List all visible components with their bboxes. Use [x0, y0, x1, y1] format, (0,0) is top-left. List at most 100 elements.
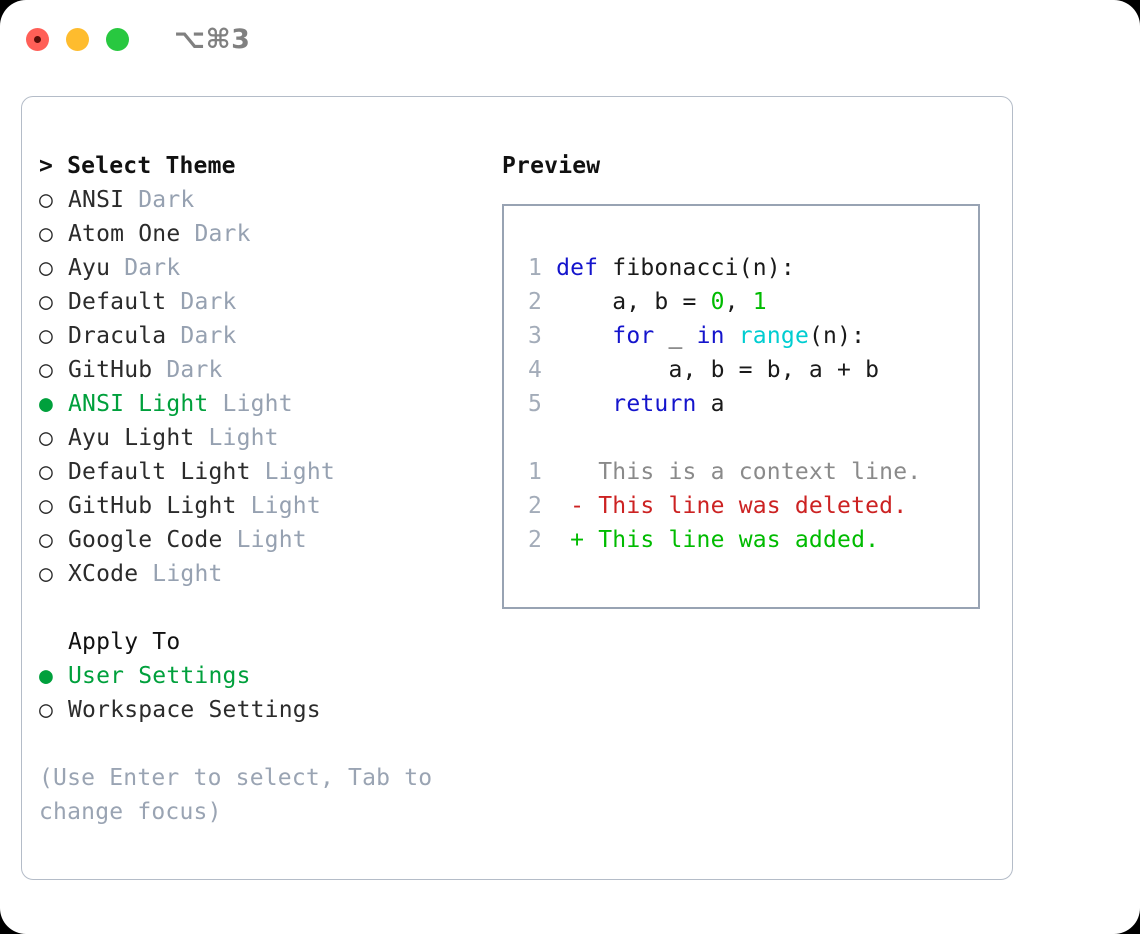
theme-variant-badge: Dark — [138, 187, 195, 213]
apply-to-list: ●User Settings ○ Workspace Settings — [39, 659, 502, 727]
theme-variant-badge: Light — [208, 425, 279, 451]
theme-list-item[interactable]: ○ XCode Light — [39, 557, 502, 591]
code-token — [556, 391, 612, 417]
radio-unselected-icon: ○ — [39, 527, 54, 553]
theme-name: Ayu Light — [68, 425, 209, 451]
apply-to-heading: Apply To — [68, 629, 181, 655]
heading-prompt-marker: > — [39, 153, 68, 179]
code-token: 0 — [710, 289, 725, 315]
theme-list-item[interactable]: ○GitHub Light Light — [39, 489, 502, 523]
spacer — [39, 591, 502, 625]
theme-list-item[interactable]: ○Default Dark — [39, 285, 502, 319]
theme-name: Ayu — [68, 255, 125, 281]
diff-marker: + — [570, 527, 599, 553]
select-theme-heading: > Select Theme — [39, 149, 502, 183]
radio-unselected-icon: ○ — [39, 493, 54, 519]
theme-list-item[interactable]: ○ Ayu Dark — [39, 251, 502, 285]
code-token: a, b = — [556, 289, 711, 315]
code-token: in — [696, 323, 725, 349]
code-token: a — [696, 391, 725, 417]
radio-unselected-icon: ○ — [39, 697, 54, 723]
code-line: 3 for _ in range(n): — [518, 319, 978, 353]
line-number: 1 — [527, 255, 542, 281]
line-number: 2 — [527, 527, 542, 553]
diff-marker: - — [570, 493, 599, 519]
theme-list-item[interactable]: ○ ANSI Dark — [39, 183, 502, 217]
code-line: 4 a, b = b, a + b — [518, 353, 978, 387]
radio-unselected-icon: ○ — [39, 255, 54, 281]
apply-to-item[interactable]: ○ Workspace Settings — [39, 693, 502, 727]
theme-list-item[interactable]: ○Default Light Light — [39, 455, 502, 489]
diff-marker — [570, 459, 598, 485]
code-token: for — [612, 323, 655, 349]
apply-to-label: Workspace Settings — [68, 697, 321, 723]
radio-unselected-icon: ○ — [39, 425, 54, 451]
window-titlebar: ⌥⌘3 — [0, 0, 1140, 78]
code-token: fibonacci(n): — [598, 255, 795, 281]
theme-list: ○ANSI Dark○Atom One Dark○Ayu Dark○Defaul… — [39, 183, 502, 591]
diff-sample: 1 This is a context line. 2 - This line w… — [518, 455, 978, 557]
apply-to-item[interactable]: ●User Settings — [39, 659, 502, 693]
theme-list-item[interactable]: ○GitHub Dark — [39, 353, 502, 387]
diff-line: 2 + This line was added. — [518, 523, 978, 557]
code-token: range — [738, 323, 809, 349]
apply-to-label: User Settings — [68, 663, 251, 689]
radio-selected-icon: ● — [39, 391, 54, 417]
line-number: 2 — [527, 493, 542, 519]
theme-variant-badge: Light — [222, 391, 293, 417]
main-panel: > Select Theme ○ANSI Dark○Atom One Dark○… — [21, 96, 1013, 880]
window-shortcut-label: ⌥⌘3 — [174, 23, 251, 55]
traffic-light-group — [26, 27, 129, 51]
theme-list-item[interactable]: ○ Google Code Light — [39, 523, 502, 557]
theme-name: Google Code — [68, 527, 237, 553]
diff-line: 1 This is a context line. — [518, 455, 978, 489]
line-number: 4 — [527, 357, 542, 383]
line-number: 2 — [527, 289, 542, 315]
heading-text: Select Theme — [67, 153, 236, 179]
theme-list-item[interactable]: ○ Ayu Light Light — [39, 421, 502, 455]
code-token: def — [556, 255, 599, 281]
theme-name: Atom One — [68, 221, 195, 247]
close-window-button[interactable] — [26, 27, 49, 51]
radio-unselected-icon: ○ — [39, 187, 54, 213]
theme-variant-badge: Dark — [124, 255, 181, 281]
code-token: , — [724, 289, 753, 315]
code-token: _ — [654, 323, 697, 349]
line-number: 3 — [527, 323, 542, 349]
theme-name: ANSI — [68, 187, 139, 213]
preview-column: Preview 1 def fibonacci(n): 2 a, b = 0, 1… — [502, 97, 1012, 879]
theme-variant-badge: Light — [250, 493, 321, 519]
theme-variant-badge: Dark — [180, 289, 237, 315]
minimize-window-button[interactable] — [66, 27, 89, 51]
diff-text: This is a context line. — [598, 459, 922, 485]
radio-unselected-icon: ○ — [39, 323, 54, 349]
theme-list-item[interactable]: ○Atom One Dark — [39, 217, 502, 251]
theme-name: ANSI Light — [68, 391, 223, 417]
theme-name: Default — [68, 289, 181, 315]
code-token: (n): — [809, 323, 866, 349]
code-token: 1 — [752, 289, 767, 315]
theme-name: Dracula — [68, 323, 181, 349]
theme-variant-badge: Light — [236, 527, 307, 553]
diff-text: This line was added. — [598, 527, 880, 553]
code-token: return — [612, 391, 697, 417]
theme-list-item[interactable]: ● ANSI Light Light — [39, 387, 502, 421]
radio-unselected-icon: ○ — [39, 221, 54, 247]
radio-unselected-icon: ○ — [39, 459, 54, 485]
code-token — [725, 323, 739, 349]
theme-variant-badge: Dark — [180, 323, 237, 349]
radio-unselected-icon: ○ — [39, 561, 54, 587]
theme-list-item[interactable]: ○ Dracula Dark — [39, 319, 502, 353]
line-number: 5 — [527, 391, 542, 417]
code-token — [556, 323, 612, 349]
theme-name: XCode — [68, 561, 153, 587]
theme-name: GitHub — [68, 357, 167, 383]
maximize-window-button[interactable] — [106, 27, 129, 51]
theme-variant-badge: Light — [152, 561, 223, 587]
code-line: 2 a, b = 0, 1 — [518, 285, 978, 319]
code-token: a, b = b, a + b — [556, 357, 880, 383]
preview-heading: Preview — [502, 153, 601, 179]
theme-variant-badge: Light — [264, 459, 335, 485]
